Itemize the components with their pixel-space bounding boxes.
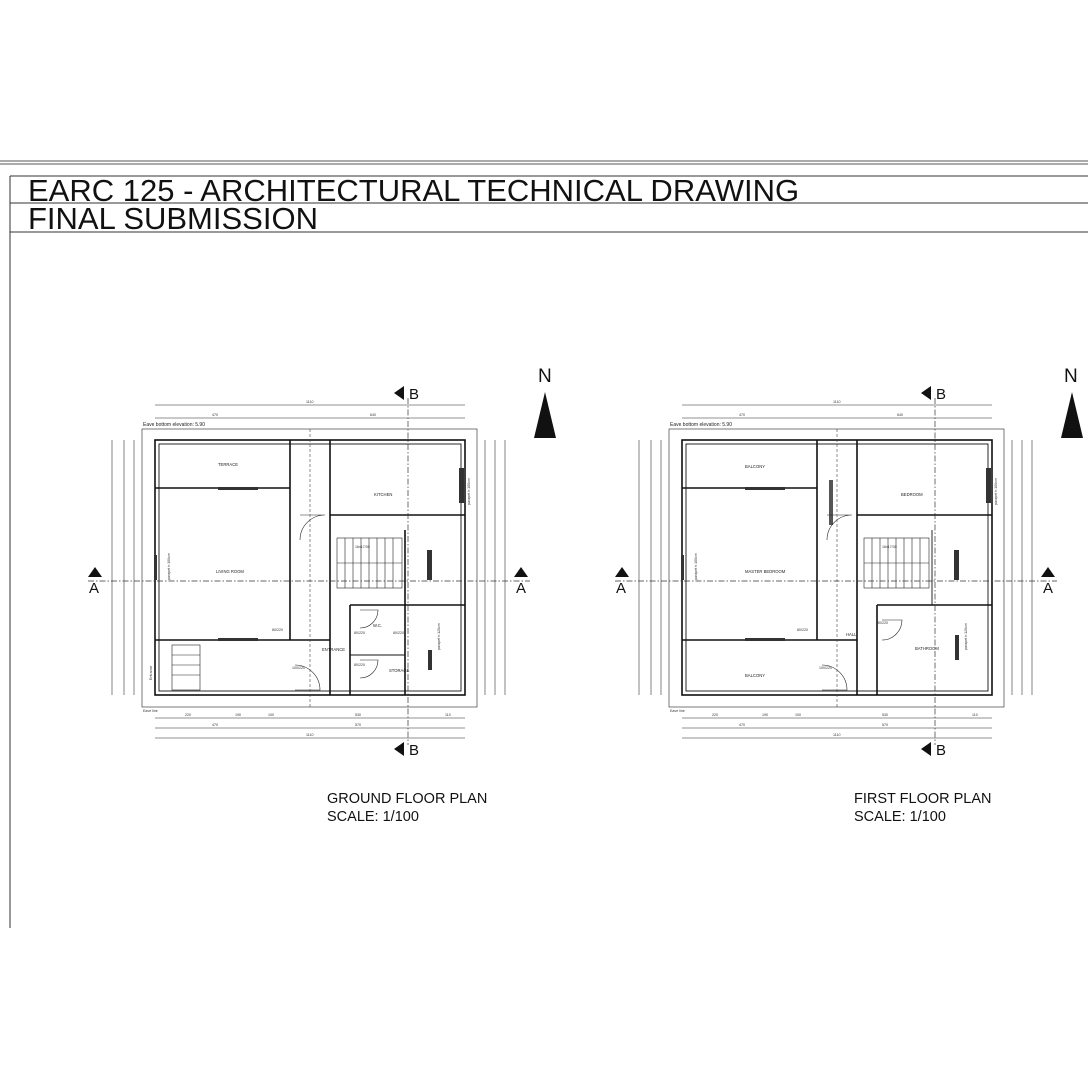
svg-text:470: 470 (739, 723, 745, 727)
svg-text:470: 470 (212, 413, 218, 417)
door-tag: 80/220 (354, 631, 365, 635)
entrance-label: Entrance (149, 666, 153, 680)
parapet-note: parapet h:100cm (994, 478, 998, 505)
svg-text:570: 570 (355, 723, 361, 727)
svg-text:470: 470 (739, 413, 745, 417)
room-label: STORAGE (389, 668, 410, 673)
room-label: BEDROOM (901, 492, 923, 497)
eave-note: Eave bottom elevation: 5.90 (670, 422, 732, 428)
section-marker-b: B (936, 386, 946, 403)
eave-note: Eave bottom elevation: 5.90 (143, 422, 205, 428)
sheet-subtitle: FINAL SUBMISSION (28, 201, 318, 236)
stair-tag: 16x17/30 (882, 545, 897, 549)
door-tag: 80/220 (272, 628, 283, 632)
svg-text:1110: 1110 (306, 400, 313, 404)
room-label: W.C. (373, 623, 382, 628)
first-floor-plan: 1110 470 640 Eave bottom elevation: 5.90… (615, 386, 1057, 825)
svg-text:1110: 1110 (833, 400, 840, 404)
section-marker-b: B (409, 742, 419, 759)
svg-text:530: 530 (882, 713, 888, 717)
svg-text:220: 220 (712, 713, 718, 717)
room-label: ENTRANCE (322, 647, 345, 652)
title-block: EARC 125 - ARCHITECTURAL TECHNICAL DRAWI… (0, 160, 1088, 928)
eave-line-label: Eave line (670, 709, 685, 713)
north-label: N (1064, 366, 1078, 387)
plan-title: GROUND FLOOR PLAN (327, 791, 487, 807)
svg-text:220: 220 (185, 713, 191, 717)
svg-text:1110: 1110 (306, 733, 313, 737)
door-tag: 100/220 (819, 666, 832, 670)
sheet-title: EARC 125 - ARCHITECTURAL TECHNICAL DRAWI… (28, 173, 799, 208)
parapet-note: parapet h:120cm (437, 623, 441, 650)
svg-text:1110: 1110 (833, 733, 840, 737)
door-tag: 80/220 (354, 663, 365, 667)
door-tag: 80/220 (877, 621, 888, 625)
door-tag: 80/220 (393, 631, 404, 635)
room-label: HALL (846, 632, 857, 637)
svg-text:640: 640 (897, 413, 903, 417)
parapet-note: parapet h:100cm (167, 553, 171, 580)
room-label: MASTER BEDROOM (745, 569, 786, 574)
svg-text:110: 110 (445, 713, 451, 717)
north-arrow-icon (534, 392, 556, 438)
svg-text:470: 470 (212, 723, 218, 727)
parapet-note: parapet h:120cm (964, 623, 968, 650)
eave-line-label: Eave line (143, 709, 158, 713)
svg-text:100: 100 (268, 713, 274, 717)
svg-text:110: 110 (972, 713, 978, 717)
svg-text:570: 570 (882, 723, 888, 727)
room-label: TERRACE (218, 462, 238, 467)
north-arrow-first: N (1061, 366, 1083, 438)
room-label: BALCONY (745, 673, 765, 678)
door-tag: 80/220 (797, 628, 808, 632)
parapet-note: parapet h:100cm (467, 478, 471, 505)
section-marker-a: A (616, 580, 626, 597)
svg-text:100: 100 (795, 713, 801, 717)
plan-scale: SCALE: 1/100 (327, 809, 419, 825)
room-label: BALCONY (745, 464, 765, 469)
room-label: LIVING ROOM (216, 569, 244, 574)
svg-text:640: 640 (370, 413, 376, 417)
svg-text:190: 190 (762, 713, 768, 717)
section-marker-a: A (89, 580, 99, 597)
ground-floor-plan: 1110 470 640 Eave bottom elevation: 5.90… (88, 386, 530, 825)
room-label: KITCHEN (374, 492, 392, 497)
section-marker-a: A (516, 580, 526, 597)
plan-scale: SCALE: 1/100 (854, 809, 946, 825)
north-label: N (538, 366, 552, 387)
door-tag: 100/220 (292, 666, 305, 670)
plan-title: FIRST FLOOR PLAN (854, 791, 992, 807)
section-marker-a: A (1043, 580, 1053, 597)
section-marker-b: B (409, 386, 419, 403)
stair-tag: 16x17/30 (355, 545, 370, 549)
svg-text:190: 190 (235, 713, 241, 717)
svg-text:530: 530 (355, 713, 361, 717)
north-arrow-icon (1061, 392, 1083, 438)
section-marker-b: B (936, 742, 946, 759)
north-arrow-ground: N (534, 366, 556, 438)
room-label: BATHROOM (915, 646, 939, 651)
parapet-note: parapet h:100cm (694, 553, 698, 580)
